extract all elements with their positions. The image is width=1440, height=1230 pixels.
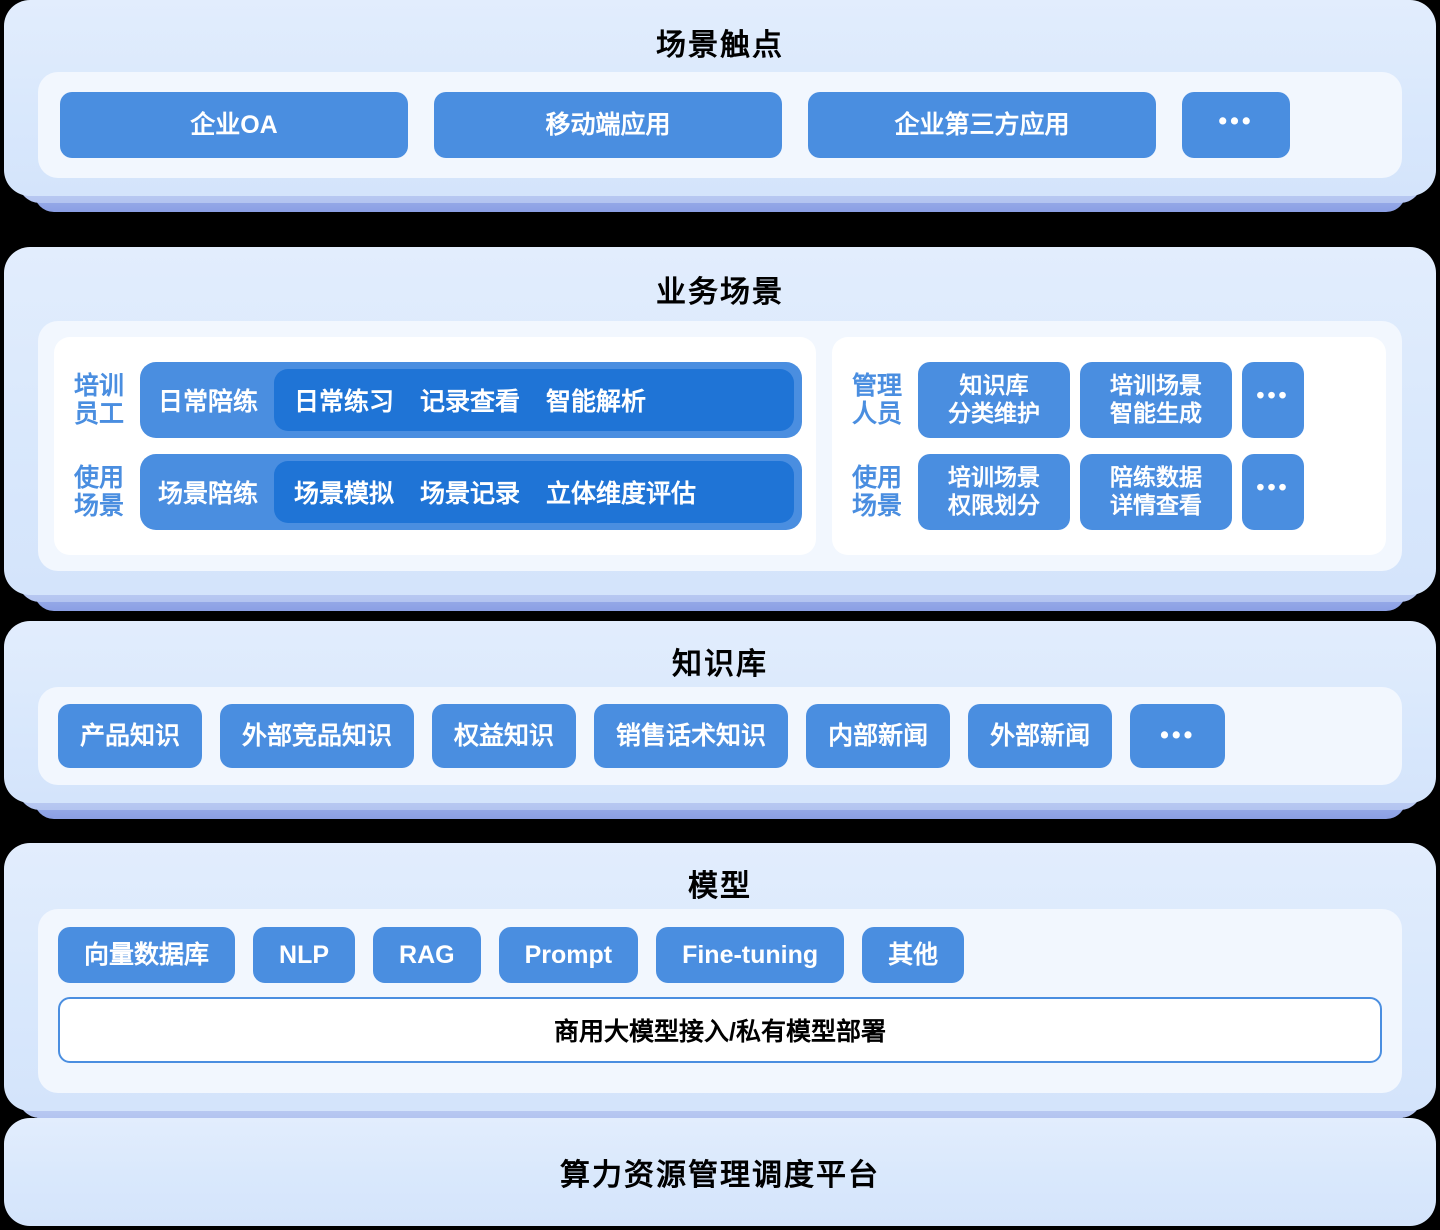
model-panel: 向量数据库 NLP RAG Prompt Fine-tuning 其他 商用大模… [38, 908, 1402, 1093]
layer-model-body: 模型 向量数据库 NLP RAG Prompt Fine-tuning 其他 商… [4, 842, 1436, 1111]
model-chip-prompt[interactable]: Prompt [498, 926, 639, 983]
business-chip-training-scenario-generation[interactable]: 培训场景 智能生成 [1080, 361, 1232, 438]
model-deployment-bar: 商用大模型接入/私有模型部署 [58, 996, 1382, 1063]
business-role-label-usage-scenario-left: 使用 场景 [73, 463, 124, 520]
knowledge-chip-internal-news[interactable]: 内部新闻 [806, 703, 951, 768]
knowledge-chip-external-news[interactable]: 外部新闻 [968, 703, 1113, 768]
layer-compute-body: 算力资源管理调度平台 [4, 1118, 1436, 1226]
layer-model-title: 模型 [688, 869, 752, 903]
layer-knowledge-title: 知识库 [672, 647, 768, 681]
model-chip-vector-db[interactable]: 向量数据库 [58, 926, 236, 983]
business-chip-training-scenario-permission[interactable]: 培训场景 权限划分 [918, 453, 1070, 530]
layer-knowledge-body: 知识库 产品知识 外部竞品知识 权益知识 销售话术知识 内部新闻 外部新闻 ••… [4, 620, 1436, 803]
business-inner-group-daily: 日常练习 记录查看 智能解析 [274, 368, 794, 431]
business-card-admin: 管理 人员 知识库 分类维护 培训场景 智能生成 ••• 使用 场景 培训场景 … [832, 336, 1386, 555]
model-chip-nlp[interactable]: NLP [253, 926, 356, 983]
business-inner-item-record-view[interactable]: 记录查看 [420, 387, 521, 416]
business-inner-item-multidimensional-eval[interactable]: 立体维度评估 [546, 479, 697, 508]
layer-compute-platform: 算力资源管理调度平台 [4, 1118, 1436, 1226]
layer-business-body: 业务场景 培训 员工 日常陪练 日常练习 记录查看 智能解析 [4, 246, 1436, 595]
business-panel: 培训 员工 日常陪练 日常练习 记录查看 智能解析 使用 场景 [38, 320, 1402, 571]
layer-model: 模型 向量数据库 NLP RAG Prompt Fine-tuning 其他 商… [4, 818, 1436, 1127]
business-role-label-training-staff: 培训 员工 [73, 371, 124, 428]
knowledge-chip-external-competitor[interactable]: 外部竞品知识 [220, 703, 415, 768]
business-outer-scenario-coaching[interactable]: 场景陪练 场景模拟 场景记录 立体维度评估 [140, 453, 802, 530]
business-chip-coaching-data-detail[interactable]: 陪练数据 详情查看 [1080, 453, 1232, 530]
business-outer-label-daily-coaching: 日常陪练 [158, 387, 259, 416]
layer-compute-title: 算力资源管理调度平台 [560, 1159, 880, 1192]
business-card-trainee: 培训 员工 日常陪练 日常练习 记录查看 智能解析 使用 场景 [54, 336, 816, 555]
layer-business-scenarios: 业务场景 培训 员工 日常陪练 日常练习 记录查看 智能解析 [4, 222, 1436, 611]
business-outer-label-scenario-coaching: 场景陪练 [158, 479, 259, 508]
business-role-label-usage-scenario-right: 使用 场景 [851, 463, 902, 520]
model-chip-rag[interactable]: RAG [373, 926, 481, 983]
business-row-usage-scenario-right: 使用 场景 培训场景 权限划分 陪练数据 详情查看 ••• [846, 453, 1372, 530]
touchpoints-panel: 企业OA 移动端应用 企业第三方应用 ••• [38, 72, 1402, 178]
business-role-label-admin-staff: 管理 人员 [851, 371, 902, 428]
business-inner-item-scenario-record[interactable]: 场景记录 [420, 479, 521, 508]
business-chip-kb-category-maintenance[interactable]: 知识库 分类维护 [918, 361, 1070, 438]
business-row-admin-staff: 管理 人员 知识库 分类维护 培训场景 智能生成 ••• [846, 361, 1372, 438]
layer-knowledge-base: 知识库 产品知识 外部竞品知识 权益知识 销售话术知识 内部新闻 外部新闻 ••… [4, 596, 1436, 819]
business-row-usage-scenario-left: 使用 场景 场景陪练 场景模拟 场景记录 立体维度评估 [68, 453, 802, 530]
business-inner-item-daily-practice[interactable]: 日常练习 [294, 387, 395, 416]
layer-business-title: 业务场景 [656, 275, 784, 309]
model-chip-other[interactable]: 其他 [862, 926, 965, 983]
business-chip-more-icon-usage[interactable]: ••• [1242, 453, 1304, 530]
knowledge-chip-sales-script[interactable]: 销售话术知识 [594, 703, 789, 768]
knowledge-chip-benefits[interactable]: 权益知识 [432, 703, 577, 768]
touchpoint-chip-mobile-app[interactable]: 移动端应用 [434, 92, 782, 158]
model-chip-row: 向量数据库 NLP RAG Prompt Fine-tuning 其他 [58, 926, 1382, 983]
layer-touchpoints-body: 场景触点 企业OA 移动端应用 企业第三方应用 ••• [4, 0, 1436, 196]
layer-touchpoints: 场景触点 企业OA 移动端应用 企业第三方应用 ••• [4, 0, 1436, 212]
business-row-training-staff: 培训 员工 日常陪练 日常练习 记录查看 智能解析 [68, 361, 802, 438]
touchpoint-chip-third-party-app[interactable]: 企业第三方应用 [808, 92, 1156, 158]
touchpoint-chip-enterprise-oa[interactable]: 企业OA [60, 92, 408, 158]
knowledge-panel: 产品知识 外部竞品知识 权益知识 销售话术知识 内部新闻 外部新闻 ••• [38, 686, 1402, 785]
layer-touchpoints-title: 场景触点 [656, 29, 784, 62]
business-chip-more-icon-admin[interactable]: ••• [1242, 361, 1304, 438]
business-outer-daily-coaching[interactable]: 日常陪练 日常练习 记录查看 智能解析 [140, 361, 802, 438]
touchpoint-chip-more-icon[interactable]: ••• [1182, 92, 1290, 158]
model-chip-fine-tuning[interactable]: Fine-tuning [656, 926, 845, 983]
knowledge-chip-more-icon[interactable]: ••• [1130, 703, 1226, 768]
knowledge-chip-product[interactable]: 产品知识 [58, 703, 203, 768]
business-inner-item-scenario-simulation[interactable]: 场景模拟 [294, 479, 395, 508]
business-inner-item-smart-analysis[interactable]: 智能解析 [546, 387, 647, 416]
business-inner-group-scenario: 场景模拟 场景记录 立体维度评估 [274, 460, 794, 523]
